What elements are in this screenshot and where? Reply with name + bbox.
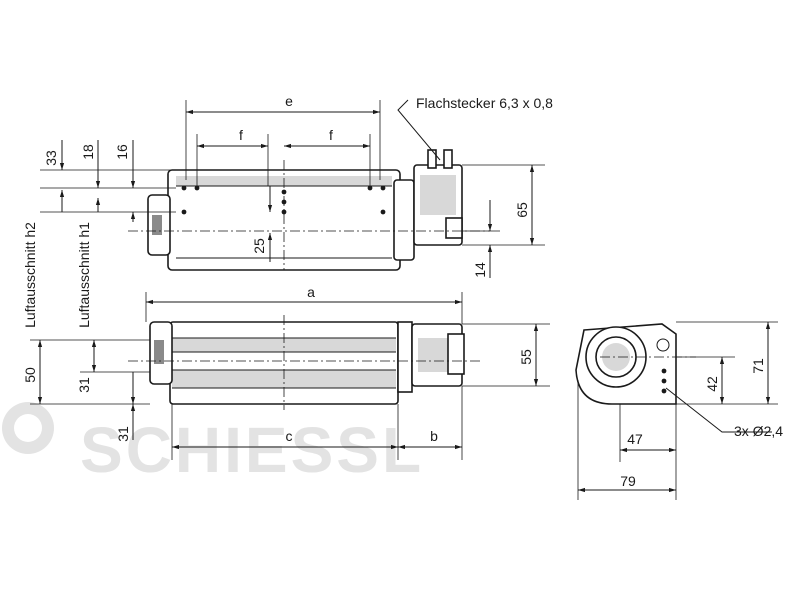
dim-31-upper: 31 xyxy=(76,377,92,393)
dim-79: 79 xyxy=(620,473,636,489)
watermark-text: SCHIESSL xyxy=(80,414,424,486)
dim-33: 33 xyxy=(43,150,59,166)
holes-label: 3x Ø2,4 xyxy=(734,423,783,439)
dimension-labels: e f f a c b 47 79 3x Ø2,4 Flachstecker 6… xyxy=(22,93,783,489)
cutout-h1-label: Luftausschnitt h1 xyxy=(76,222,92,328)
dim-18: 18 xyxy=(80,144,96,160)
dim-65: 65 xyxy=(514,202,530,218)
top-view xyxy=(128,149,490,271)
flat-plug-2 xyxy=(443,149,453,169)
top-dimensions xyxy=(40,99,545,278)
watermark-logo: SCHIESSL xyxy=(2,402,424,486)
dim-47: 47 xyxy=(627,431,643,447)
dim-b: b xyxy=(430,428,438,444)
dim-31-lower: 31 xyxy=(115,426,131,442)
dim-a: a xyxy=(307,284,315,300)
side-view xyxy=(575,323,696,405)
dim-14: 14 xyxy=(472,262,488,278)
dim-50: 50 xyxy=(22,367,38,383)
dim-71: 71 xyxy=(750,358,766,374)
dim-16: 16 xyxy=(114,144,130,160)
cutout-h2-label: Luftausschnitt h2 xyxy=(22,222,38,328)
dim-55: 55 xyxy=(518,349,534,365)
dim-42: 42 xyxy=(704,376,720,392)
connector-label: Flachstecker 6,3 x 0,8 xyxy=(416,95,553,111)
dim-f-right: f xyxy=(329,127,333,143)
side-dimensions xyxy=(577,321,778,500)
flat-plug-1 xyxy=(427,149,437,169)
dim-c: c xyxy=(286,428,293,444)
dim-f-left: f xyxy=(239,127,243,143)
dim-e: e xyxy=(285,93,293,109)
front-view xyxy=(128,315,480,410)
dim-25: 25 xyxy=(251,238,267,254)
front-dimensions xyxy=(30,292,550,460)
